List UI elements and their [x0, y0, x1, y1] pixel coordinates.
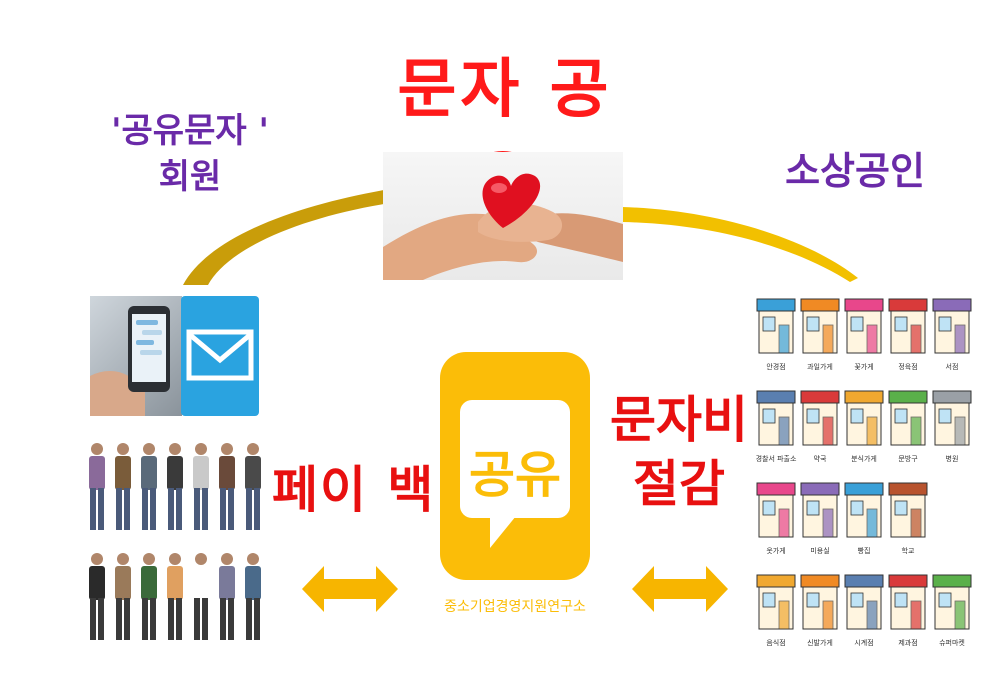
shop-item: 분식가게 — [844, 390, 884, 463]
shop-label: 병원 — [946, 454, 959, 463]
shop-label: 학교 — [902, 546, 915, 555]
shop-item: 음식점 — [756, 574, 796, 647]
person-figure — [141, 553, 157, 640]
people-group — [89, 443, 261, 640]
app-icon-tile — [440, 352, 590, 580]
people-row-2 — [89, 553, 261, 640]
shop-item: 제과점 — [888, 574, 928, 647]
shop-item: 약국 — [800, 390, 840, 463]
shop-label: 과일가게 — [807, 362, 833, 371]
save-label: 문자비 절감 — [604, 388, 754, 516]
member-label: '공유문자 ' 회원 — [80, 108, 300, 200]
save-label-line2: 절감 — [633, 455, 725, 513]
shop-item: 미용실 — [800, 482, 840, 555]
shop-label: 서점 — [946, 362, 959, 371]
institute-name: 중소기업경영지원연구소 — [444, 599, 586, 615]
heart-icon — [482, 173, 541, 228]
shop-label: 시계점 — [854, 638, 873, 647]
shop-label: 약국 — [814, 454, 827, 463]
left-arc — [183, 190, 384, 285]
person-figure — [245, 443, 261, 530]
shop-item: 과일가게 — [800, 298, 840, 371]
merchant-label: 소상공인 — [785, 149, 925, 193]
shop-label: 정육점 — [898, 362, 917, 371]
hands-heart-photo — [383, 152, 623, 280]
payback-label: 페이 백 — [272, 461, 436, 519]
member-label-line2: 회원 — [158, 157, 222, 197]
double-arrow-right — [632, 566, 728, 612]
double-arrow-left — [302, 566, 398, 612]
shop-item: 꽃가게 — [844, 298, 884, 371]
person-figure — [115, 553, 131, 640]
speech-bubble-icon — [460, 400, 570, 548]
person-figure — [193, 443, 209, 530]
shop-item: 빵집 — [844, 482, 884, 555]
person-figure — [167, 443, 183, 530]
app-icon-text: 공유 — [469, 446, 561, 504]
shop-label: 꽃가게 — [854, 362, 873, 371]
shop-item: 신발가게 — [800, 574, 840, 647]
shop-label: 분식가게 — [851, 454, 877, 463]
person-figure — [89, 443, 105, 530]
shop-item: 서점 — [932, 298, 972, 371]
mail-tile — [181, 296, 259, 416]
shop-item: 안경점 — [756, 298, 796, 371]
shop-item: 병원 — [932, 390, 972, 463]
shop-label: 음식점 — [766, 638, 785, 647]
shop-item: 옷가게 — [756, 482, 796, 555]
shop-label: 빵집 — [858, 546, 871, 555]
person-figure — [115, 443, 131, 530]
member-label-line1: '공유문자 ' — [111, 111, 269, 151]
shop-item: 슈퍼마켓 — [932, 574, 972, 647]
shop-label: 슈퍼마켓 — [939, 638, 965, 647]
shop-label: 제과점 — [898, 638, 917, 647]
save-label-line1: 문자비 — [610, 391, 748, 449]
phone-photo — [90, 296, 182, 416]
shop-item: 경찰서 파출소 — [756, 390, 797, 463]
person-figure — [219, 553, 235, 640]
shop-label: 신발가게 — [807, 638, 833, 647]
shop-label: 안경점 — [766, 362, 785, 371]
shop-item: 정육점 — [888, 298, 928, 371]
person-figure — [141, 443, 157, 530]
person-figure — [245, 553, 261, 640]
shop-item: 문방구 — [888, 390, 928, 463]
person-figure — [167, 553, 183, 640]
envelope-icon — [186, 329, 254, 381]
shop-item: 시계점 — [844, 574, 884, 647]
right-arc — [622, 207, 858, 282]
shop-label: 경찰서 파출소 — [756, 454, 797, 463]
person-figure — [193, 553, 209, 640]
shop-label: 옷가게 — [766, 546, 785, 555]
people-row-1 — [89, 443, 261, 530]
shop-label: 문방구 — [898, 454, 918, 463]
person-figure — [89, 553, 105, 640]
shop-label: 미용실 — [810, 546, 829, 555]
person-figure — [219, 443, 235, 530]
shop-item: 학교 — [888, 482, 928, 555]
